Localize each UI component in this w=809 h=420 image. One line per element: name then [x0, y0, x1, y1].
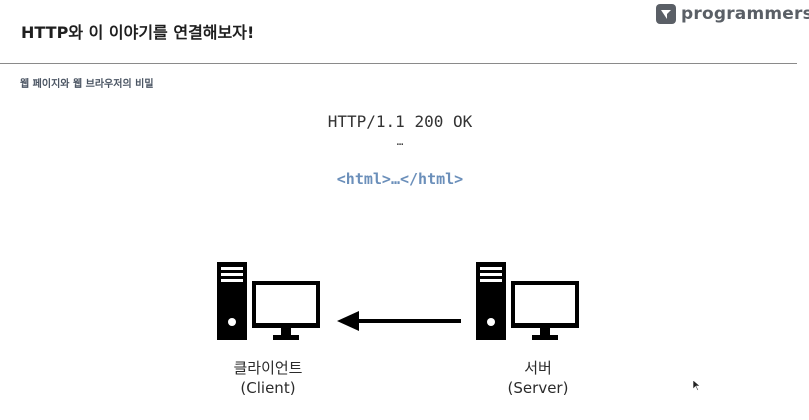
server-label: 서버 (Server): [478, 358, 598, 398]
client-english-name: (Client): [240, 379, 296, 397]
client-label: 클라이언트 (Client): [208, 358, 328, 398]
server-computer-icon: [476, 262, 582, 342]
brand-name: programmers: [681, 4, 809, 24]
client-name: 클라이언트: [233, 359, 303, 377]
response-html-body: <html>…</html>: [336, 170, 464, 188]
slide-title: HTTP와 이 이야기를 연결해보자!: [21, 23, 255, 42]
response-arrow-icon: [337, 310, 463, 336]
brand-logo: programmers: [656, 4, 809, 24]
client-computer-icon: [217, 262, 323, 342]
programmers-logo-icon: [656, 4, 676, 24]
server-name: 서버: [524, 359, 552, 377]
response-ellipsis: …: [396, 135, 404, 148]
header-divider: [0, 63, 797, 64]
http-status-line: HTTP/1.1 200 OK: [327, 112, 473, 131]
server-english-name: (Server): [507, 379, 569, 397]
mouse-cursor-icon: [692, 376, 701, 395]
section-subtitle: 웹 페이지와 웹 브라우저의 비밀: [20, 79, 154, 90]
